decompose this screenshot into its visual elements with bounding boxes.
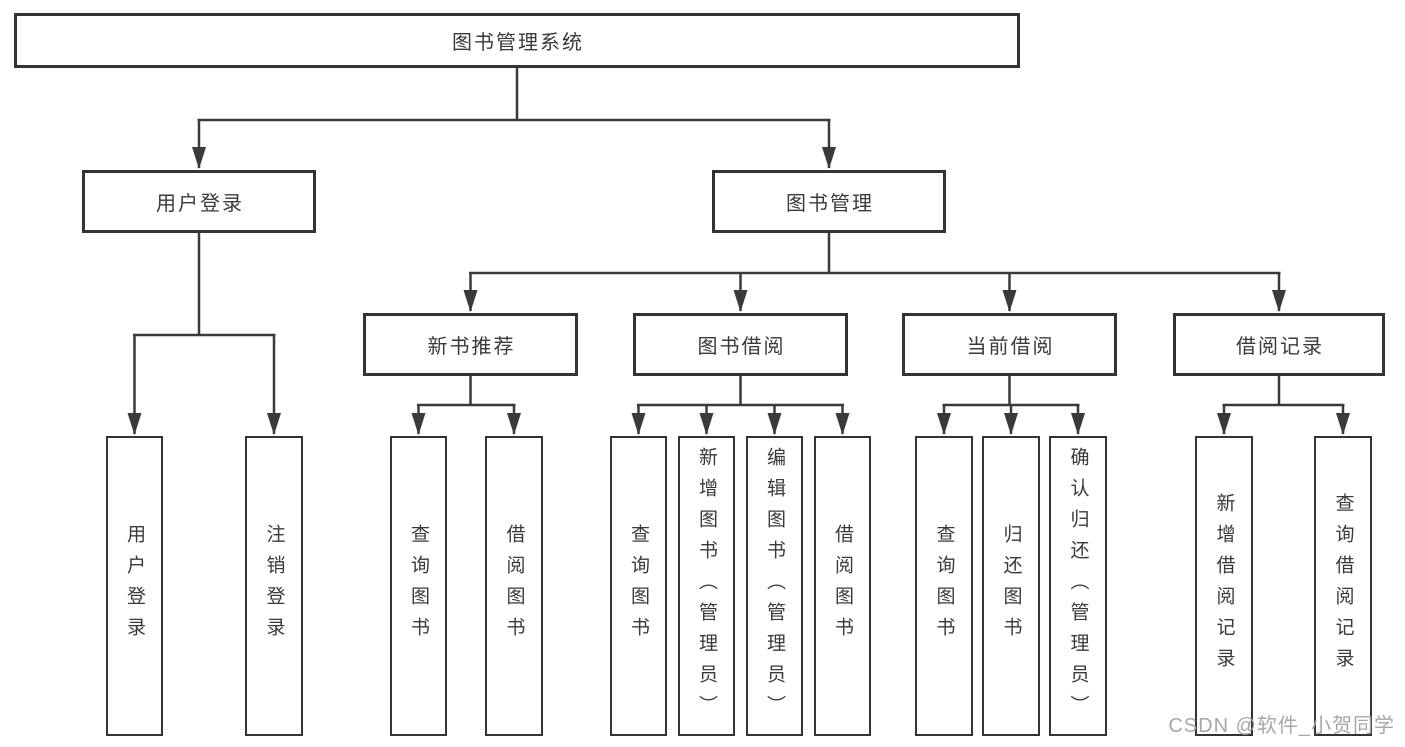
node-library-system: 图书管理系统 bbox=[14, 13, 1020, 68]
leaf-records-query-record-label: 查询借阅记录 bbox=[1332, 493, 1354, 679]
node-book-borrowing: 图书借阅 bbox=[633, 313, 848, 376]
connector-records-group bbox=[1217, 375, 1350, 435]
leaf-current-query-book: 查询图书 bbox=[915, 436, 973, 736]
node-user-login-branch-label: 用户登录 bbox=[156, 193, 244, 215]
node-current-borrowing: 当前借阅 bbox=[902, 313, 1117, 376]
leaf-newbook-borrow-book-label: 借阅图书 bbox=[503, 524, 525, 648]
leaf-borrowing-query-book-label: 查询图书 bbox=[628, 524, 649, 648]
node-borrowing-records: 借阅记录 bbox=[1173, 313, 1385, 376]
leaf-borrowing-add-book-admin: 新增图书（管理员） bbox=[678, 436, 735, 736]
connector-current-group bbox=[937, 375, 1085, 435]
leaf-current-confirm-return-admin-label: 确认归还（管理员） bbox=[1067, 446, 1089, 726]
leaf-user-login: 用户登录 bbox=[106, 436, 163, 736]
leaf-records-add-record: 新增借阅记录 bbox=[1195, 436, 1253, 736]
node-new-book-recommend: 新书推荐 bbox=[363, 313, 578, 376]
leaf-borrowing-query-book: 查询图书 bbox=[610, 436, 667, 736]
leaf-current-return-book: 归还图书 bbox=[982, 436, 1040, 736]
connector-bookmgmt-branch bbox=[463, 232, 1286, 312]
leaf-borrowing-edit-book-admin-label: 编辑图书（管理员） bbox=[764, 446, 785, 726]
node-book-management-branch-label: 图书管理 bbox=[786, 193, 874, 215]
leaf-borrowing-borrow-book-label: 借阅图书 bbox=[832, 524, 853, 648]
node-current-borrowing-label: 当前借阅 bbox=[966, 336, 1055, 358]
leaf-logout: 注销登录 bbox=[245, 436, 303, 736]
leaf-current-confirm-return-admin: 确认归还（管理员） bbox=[1049, 436, 1107, 736]
connector-borrow-group bbox=[631, 375, 850, 435]
leaf-current-query-book-label: 查询图书 bbox=[933, 524, 955, 648]
leaf-newbook-borrow-book: 借阅图书 bbox=[485, 436, 543, 736]
connector-login-branch bbox=[127, 232, 281, 435]
leaf-borrowing-edit-book-admin: 编辑图书（管理员） bbox=[746, 436, 803, 736]
leaf-records-add-record-label: 新增借阅记录 bbox=[1213, 493, 1235, 679]
node-new-book-recommend-label: 新书推荐 bbox=[427, 336, 516, 358]
node-book-borrowing-label: 图书借阅 bbox=[697, 336, 786, 358]
connector-root-to-level2 bbox=[192, 67, 836, 169]
leaf-newbook-query-book-label: 查询图书 bbox=[408, 524, 429, 648]
leaf-user-login-label: 用户登录 bbox=[124, 524, 145, 648]
leaf-logout-label: 注销登录 bbox=[263, 524, 285, 648]
leaf-borrowing-add-book-admin-label: 新增图书（管理员） bbox=[696, 446, 717, 726]
csdn-watermark: CSDN @软件_小贺同学 bbox=[1168, 715, 1395, 737]
node-book-management-branch: 图书管理 bbox=[712, 170, 946, 233]
node-library-system-label: 图书管理系统 bbox=[452, 32, 584, 54]
connector-newbook-group bbox=[411, 375, 521, 435]
leaf-current-return-book-label: 归还图书 bbox=[1000, 524, 1022, 648]
node-user-login-branch: 用户登录 bbox=[82, 170, 316, 233]
leaf-records-query-record: 查询借阅记录 bbox=[1314, 436, 1372, 736]
leaf-borrowing-borrow-book: 借阅图书 bbox=[814, 436, 871, 736]
leaf-newbook-query-book: 查询图书 bbox=[390, 436, 447, 736]
node-borrowing-records-label: 借阅记录 bbox=[1236, 336, 1324, 358]
